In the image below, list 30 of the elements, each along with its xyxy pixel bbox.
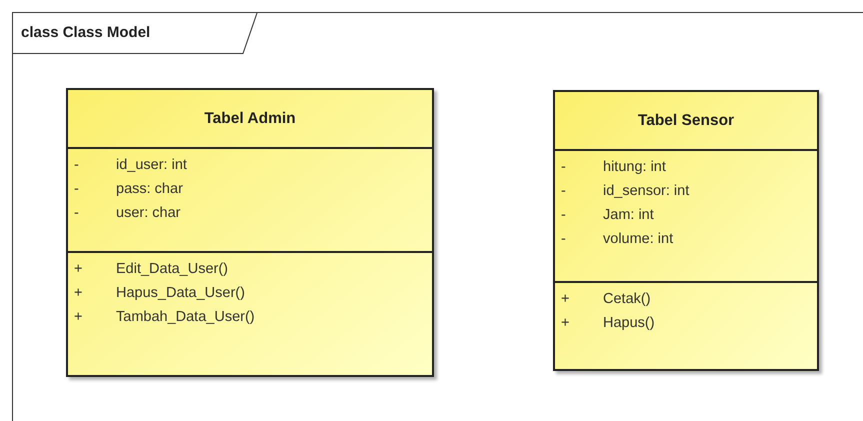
class-member: id_sensor: int [602, 182, 690, 201]
visibility-mark: - [561, 158, 567, 177]
visibility-mark: + [74, 284, 84, 303]
class-member: Cetak() [602, 290, 652, 309]
diagram-frame [12, 12, 863, 421]
class-box [66, 88, 434, 377]
visibility-mark: - [561, 230, 567, 249]
visibility-mark: - [74, 204, 80, 223]
class-member: Hapus() [602, 314, 656, 333]
visibility-mark: + [74, 308, 84, 327]
visibility-mark: - [74, 156, 80, 175]
class-member: id_user: int [115, 156, 188, 175]
class-member: Edit_Data_User() [115, 260, 230, 279]
visibility-mark: + [74, 260, 84, 279]
visibility-mark: + [561, 290, 570, 309]
class-name: Tabel Admin [204, 108, 296, 129]
class-member: volume: int [602, 230, 674, 249]
class-name: Tabel Sensor [638, 110, 734, 131]
class-member: pass: char [115, 180, 184, 199]
visibility-mark: - [74, 180, 80, 199]
class-member: Tambah_Data_User() [115, 308, 256, 327]
class-member: Jam: int [602, 206, 655, 225]
class-member: user: char [115, 204, 182, 223]
class-member: hitung: int [602, 158, 667, 177]
visibility-mark: - [561, 206, 567, 225]
frame-title: class Class Model [21, 23, 150, 43]
class-member: Hapus_Data_User() [115, 284, 246, 303]
class-box [553, 90, 819, 371]
visibility-mark: + [561, 314, 570, 333]
visibility-mark: - [561, 182, 567, 201]
